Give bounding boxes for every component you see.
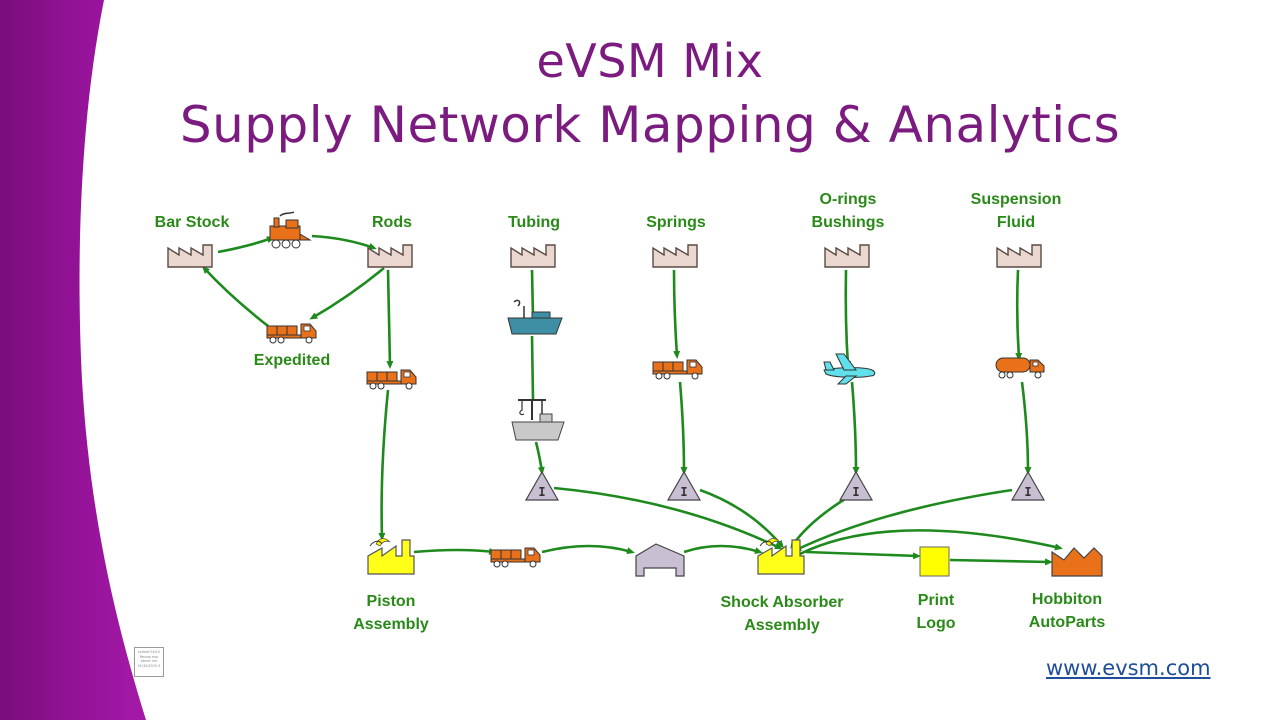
factory-icon: [167, 244, 213, 268]
truck-icon: [366, 369, 417, 390]
label-expedited: Expedited: [253, 352, 331, 369]
factory-icon: [824, 244, 870, 268]
factory-icon: [367, 244, 413, 268]
truck-icon: [266, 323, 317, 344]
warehouse-icon: [635, 543, 685, 577]
website-link[interactable]: www.evsm.com: [1046, 656, 1211, 680]
document-stamp: svlmaf 04/10 Revwo exp ptmar nm 01/30/20…: [134, 647, 164, 677]
label-bar-stock: Bar Stock: [154, 214, 230, 231]
inventory-triangle-icon: [525, 471, 559, 501]
customer-factory-icon: [1051, 547, 1103, 577]
label-hobbiton-autoparts: Hobbiton AutoParts: [1028, 591, 1106, 631]
label-print-logo: Print Logo: [916, 592, 956, 632]
inventory-triangle-icon: [667, 471, 701, 501]
factory-icon: [510, 244, 556, 268]
tanker-truck-icon: [995, 357, 1045, 379]
ship-icon: [507, 299, 563, 335]
factory-icon: [652, 244, 698, 268]
label-tubing: Tubing: [507, 214, 561, 231]
truck-icon: [490, 547, 541, 568]
label-springs: Springs: [646, 214, 706, 231]
label-rods: Rods: [372, 214, 412, 231]
process-factory-icon: [367, 537, 415, 575]
label-piston-assembly: Piston Assembly: [353, 593, 429, 633]
slide-title-line2: Supply Network Mapping & Analytics: [179, 96, 1121, 154]
factory-icon: [996, 244, 1042, 268]
port-crane-icon: [511, 399, 565, 441]
label-shock-absorber-assembly: Shock Absorber Assembly: [720, 594, 844, 634]
print-logo-box: [919, 546, 950, 577]
truck-icon: [652, 359, 703, 380]
train-icon: [269, 211, 312, 249]
slide-title-line1: eVSM Mix: [536, 34, 764, 88]
label-suspension-fluid: Suspension Fluid: [970, 191, 1062, 231]
airplane-icon: [823, 353, 876, 385]
inventory-triangle-icon: [1011, 471, 1045, 501]
flow-arrows: [201, 234, 1063, 566]
label-orings-bushings: O-rings Bushings: [811, 191, 885, 231]
inventory-triangle-icon: [839, 471, 873, 501]
